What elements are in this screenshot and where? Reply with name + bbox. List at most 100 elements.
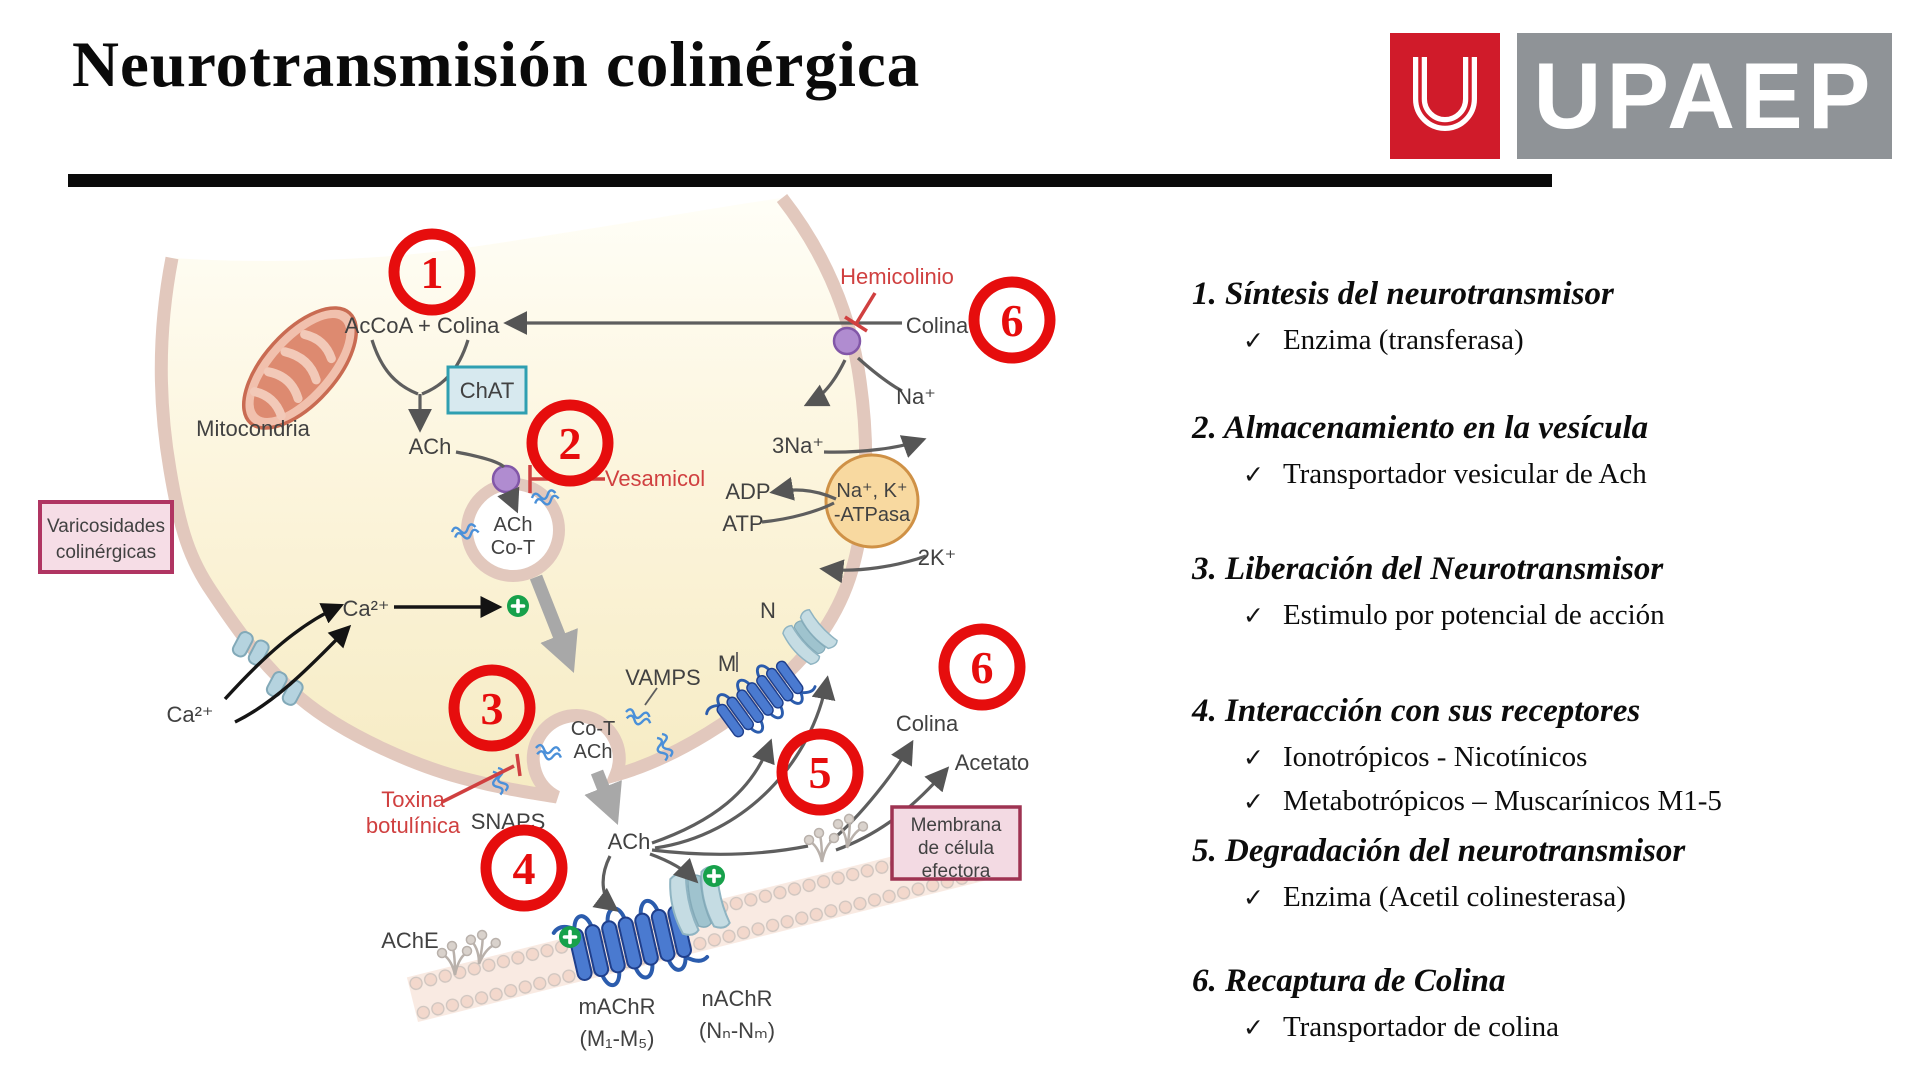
panel-heading: 3. Liberación del Neurotransmisor (1192, 551, 1664, 587)
panel-bullet: ✓ Metabotrópicos – Muscarínicos M1-5 (1192, 785, 1918, 818)
stimulation-plus-icon (505, 593, 531, 619)
vesamicol-label: Vesamicol (605, 466, 705, 491)
pathway-arrows (370, 311, 950, 912)
chat-label: ChAT (460, 378, 515, 403)
m-receptor-label: M (718, 651, 736, 676)
page-title: Neurotransmisión colinérgica (72, 29, 921, 101)
membrana-label-line3: efectora (922, 861, 991, 882)
panel-bullet: ✓ Ionotrópicos - Nicotínicos (1192, 741, 1918, 774)
hemicolinio-label: Hemicolinio (840, 264, 954, 289)
vesicle-label-line1: ACh (494, 514, 533, 536)
check-icon: ✓ (1243, 787, 1264, 816)
membrana-label-line1: Membrana (911, 815, 1002, 836)
stimulation-plus-icon (701, 863, 727, 889)
na-k-atpase-pump (824, 453, 920, 549)
vesicle-label-line2: Co-T (491, 537, 535, 559)
upaep-logo-u-icon (1390, 33, 1500, 159)
panel-bullet: ✓ Transportador de colina (1192, 1011, 1918, 1044)
step-number: 6 (1001, 295, 1024, 346)
check-icon: ✓ (1243, 460, 1264, 489)
step-marker-1: 1 (388, 228, 476, 316)
chat-box (446, 365, 528, 415)
release-arrows (529, 574, 622, 825)
machr-label-line2: (M₁-M₅) (580, 1026, 655, 1051)
vesicular-ach-transporter (491, 464, 521, 494)
k2-label: 2K⁺ (918, 545, 957, 570)
bullet-text: Enzima (transferasa) (1282, 324, 1524, 356)
vamps-label: VAMPS (625, 665, 700, 690)
omega-label-line2: ACh (574, 741, 613, 763)
panel-bullet: ✓ Transportador vesicular de Ach (1192, 458, 1918, 491)
atpase-label-line2: -ATPasa (834, 504, 911, 526)
panel-bullet: ✓ Estimulo por potencial de acción (1192, 599, 1918, 632)
ache-enzyme-icon (828, 810, 871, 853)
atp-label: ATP (722, 511, 763, 536)
n-receptor-label: N (760, 598, 776, 623)
step-marker-3: 3 (448, 664, 536, 752)
ca-out-label: Ca²⁺ (166, 702, 213, 727)
bullet-text: Estimulo por potencial de acción (1282, 599, 1665, 631)
choline-transporter (832, 326, 862, 356)
step-number: 5 (809, 747, 832, 798)
bullet-text: Enzima (Acetil colinesterasa) (1282, 881, 1626, 913)
step-marker-6-bottom: 6 (938, 623, 1026, 711)
nachr-label-line2: (Nₙ-Nₘ) (699, 1018, 775, 1043)
membrana-efectora-box (890, 805, 1022, 881)
panel-item-4: 4. Interacción con sus receptores ✓ Iono… (1192, 693, 1918, 818)
step-number: 6 (971, 642, 994, 693)
accoa-colina-label: AcCoA + Colina (345, 313, 500, 338)
omega-label-line1: Co-T (571, 718, 615, 740)
mitocondria-label: Mitocondria (196, 416, 310, 441)
step-marker-5: 5 (776, 728, 864, 816)
varicosidades-box (38, 500, 174, 574)
bullet-text: Metabotrópicos – Muscarínicos M1-5 (1282, 785, 1722, 817)
check-icon: ✓ (1243, 326, 1264, 355)
ca-in-label: Ca²⁺ (342, 596, 389, 621)
panel-heading: 1. Síntesis del neurotransmisor (1192, 276, 1614, 312)
nachr-label-line1: nAChR (702, 986, 773, 1011)
colina-top-label: Colina (906, 313, 969, 338)
na-label: Na⁺ (896, 384, 936, 409)
bullet-text: Transportador de colina (1282, 1011, 1559, 1043)
varicosidades-label-line2: colinérgicas (56, 542, 156, 563)
toxina-label-line1: Toxina (381, 787, 445, 812)
panel-heading: 5. Degradación del neurotransmisor (1192, 833, 1686, 869)
panel-item-3: 3. Liberación del Neurotransmisor ✓ Esti… (1192, 551, 1918, 632)
ache-label: AChE (381, 928, 438, 953)
panel-item-5: 5. Degradación del neurotransmisor ✓ Enz… (1192, 833, 1918, 914)
check-icon: ✓ (1243, 743, 1264, 772)
ach-label: ACh (409, 434, 452, 459)
panel-bullet: ✓ Enzima (Acetil colinesterasa) (1192, 881, 1918, 914)
panel-item-1: 1. Síntesis del neurotransmisor ✓ Enzima… (1192, 276, 1918, 357)
bullet-text: Ionotrópicos - Nicotínicos (1282, 741, 1588, 773)
varicosidades-label-line1: Varicosidades (47, 516, 165, 537)
bullet-text: Transportador vesicular de Ach (1282, 458, 1647, 490)
panel-heading: 4. Interacción con sus receptores (1192, 693, 1641, 729)
check-icon: ✓ (1243, 601, 1264, 630)
machr-label-line1: mAChR (578, 994, 655, 1019)
check-icon: ✓ (1243, 883, 1264, 912)
na3-label: 3Na⁺ (772, 433, 824, 458)
membrana-label-line2: de célula (918, 838, 994, 859)
toxina-label-line2: botulínica (366, 813, 461, 838)
step-number: 4 (513, 843, 536, 894)
ach-released-label: ACh (608, 829, 651, 854)
stimulation-plus-icon (557, 924, 583, 950)
panel-item-2: 2. Almacenamiento en la vesícula ✓ Trans… (1192, 410, 1918, 491)
upaep-logo-wordmark: UPAEP (1517, 33, 1892, 159)
step-marker-6-top: 6 (968, 276, 1056, 364)
check-icon: ✓ (1243, 1013, 1264, 1042)
panel-bullet: ✓ Enzima (transferasa) (1192, 324, 1918, 357)
mitochondria-illustration (241, 306, 359, 430)
acetato-label: Acetato (955, 750, 1030, 775)
panel-heading: 6. Recaptura de Colina (1192, 963, 1506, 999)
step-marker-2: 2 (526, 399, 614, 487)
panel-item-6: 6. Recaptura de Colina ✓ Transportador d… (1192, 963, 1918, 1044)
step-number: 1 (421, 247, 444, 298)
step-number: 2 (559, 418, 582, 469)
colina-bottom-label: Colina (896, 711, 959, 736)
panel-heading: 2. Almacenamiento en la vesícula (1192, 410, 1649, 446)
adp-label: ADP (725, 479, 770, 504)
upaep-logo: UPAEP (1390, 33, 1892, 159)
